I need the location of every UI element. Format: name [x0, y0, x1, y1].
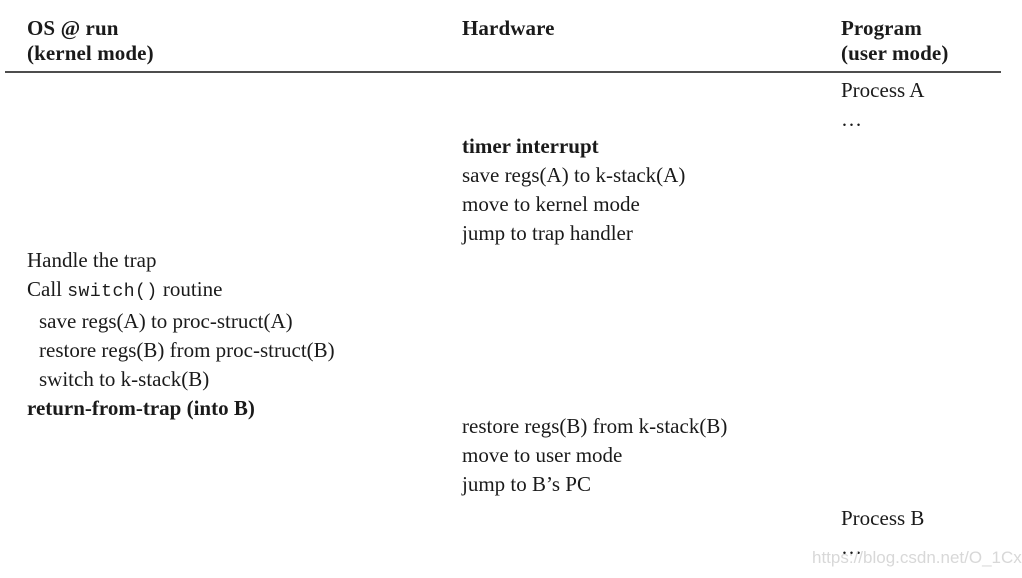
hardware-jump-to-trap-handler: jump to trap handler: [462, 221, 633, 245]
header-divider-rule: [5, 71, 1001, 73]
hardware-move-to-user-mode: move to user mode: [462, 443, 623, 467]
hardware-trap-entry-block: timer interrupt save regs(A) to k-stack(…: [462, 132, 685, 248]
hardware-jump-to-b-pc: jump to B’s PC: [462, 472, 591, 496]
column-header-row: OS @ run (kernel mode) Hardware Program …: [0, 0, 1022, 72]
os-handle-the-trap: Handle the trap: [27, 248, 157, 272]
process-b-ellipsis: …: [841, 535, 863, 559]
os-call-switch-routine: Call switch() routine: [27, 275, 335, 307]
hardware-timer-interrupt: timer interrupt: [462, 134, 599, 158]
os-save-regs-a-to-proc-struct: save regs(A) to proc-struct(A): [39, 309, 293, 333]
program-process-b-block: Process B …: [841, 504, 924, 562]
os-call-switch-suffix: routine: [157, 277, 223, 301]
hardware-restore-regs-b: restore regs(B) from k-stack(B): [462, 414, 728, 438]
hardware-trap-return-block: restore regs(B) from k-stack(B) move to …: [462, 412, 727, 499]
process-a-ellipsis: …: [841, 107, 863, 131]
os-kernel-block: Handle the trap Call switch() routine sa…: [27, 246, 335, 423]
os-switch-to-k-stack-b: switch to k-stack(B): [39, 367, 210, 391]
column-header-os: OS @ run (kernel mode): [27, 16, 154, 65]
hardware-save-regs-a: save regs(A) to k-stack(A): [462, 163, 686, 187]
os-restore-regs-b-from-proc-struct: restore regs(B) from proc-struct(B): [39, 338, 335, 362]
process-a-label: Process A: [841, 78, 925, 102]
os-call-switch-prefix: Call: [27, 277, 68, 301]
os-return-from-trap: return-from-trap (into B): [27, 396, 255, 420]
program-process-a-block: Process A …: [841, 76, 924, 134]
column-header-hardware: Hardware: [462, 16, 555, 40]
hardware-move-to-kernel-mode: move to kernel mode: [462, 192, 640, 216]
process-b-label: Process B: [841, 506, 925, 530]
column-header-program: Program (user mode): [841, 16, 949, 65]
os-switch-function-code: switch(): [67, 282, 158, 302]
blog-watermark: https://blog.csdn.net/O_1CxH: [812, 548, 1022, 567]
